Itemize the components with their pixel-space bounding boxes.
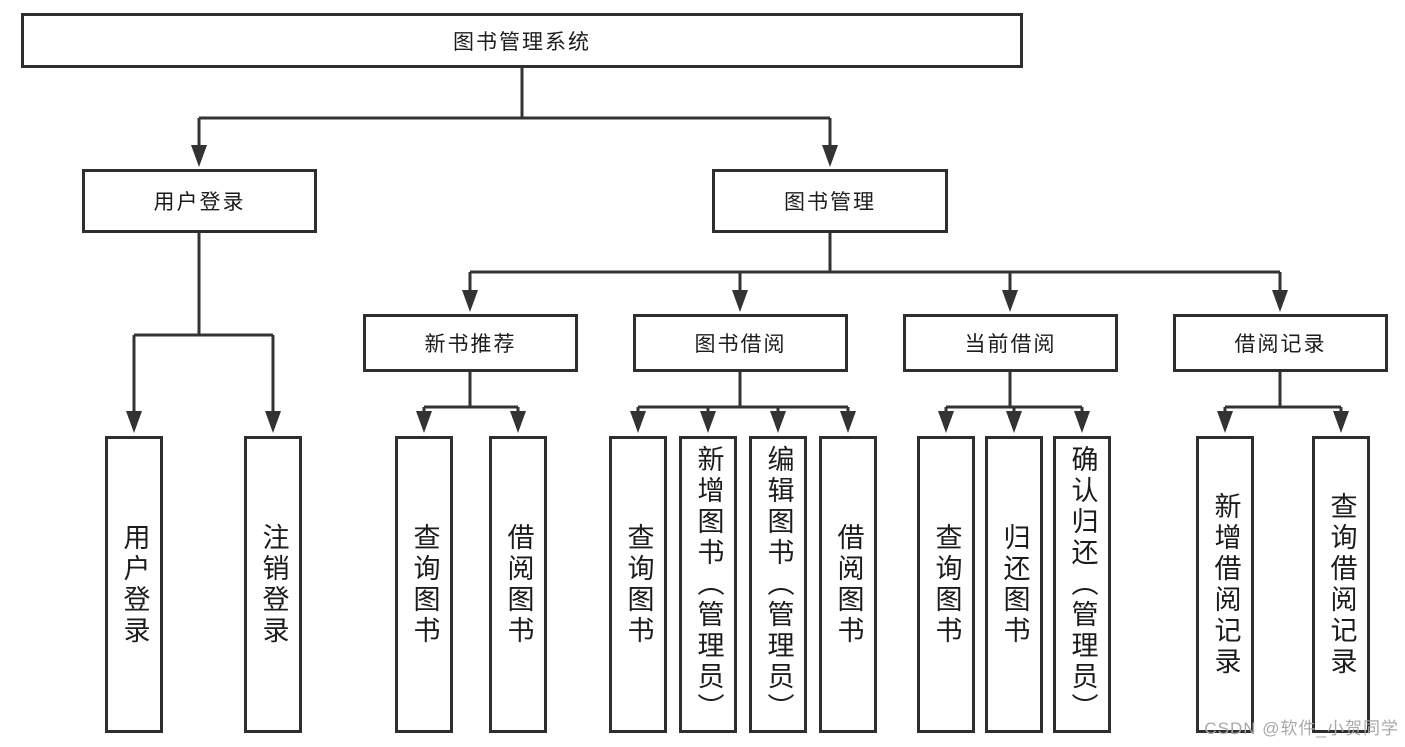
node-label: 查询借阅记录 bbox=[1326, 491, 1357, 678]
node-label: 注销登录 bbox=[258, 522, 289, 647]
leaf-logout: 注销登录 bbox=[244, 436, 302, 733]
node-label: 图书管理系统 bbox=[453, 30, 591, 54]
node-library-system: 图书管理系统 bbox=[21, 13, 1023, 68]
leaf-recommend-query-books: 查询图书 bbox=[395, 436, 453, 733]
leaf-current-return-books: 归还图书 bbox=[985, 436, 1043, 733]
node-label: 查询图书 bbox=[623, 522, 654, 647]
leaf-borrowing-edit-books-admin: 编辑图书（管理员） bbox=[749, 436, 807, 733]
leaf-records-add-record: 新增借阅记录 bbox=[1196, 436, 1254, 733]
node-label: 新增图书（管理员） bbox=[693, 445, 724, 724]
node-label: 用户登录 bbox=[153, 191, 246, 214]
node-label: 查询图书 bbox=[931, 522, 962, 647]
node-book-management: 图书管理 bbox=[712, 169, 948, 233]
leaf-records-query-record: 查询借阅记录 bbox=[1312, 436, 1370, 733]
node-new-book-recommend: 新书推荐 bbox=[363, 314, 578, 372]
leaf-borrowing-borrow-books: 借阅图书 bbox=[819, 436, 877, 733]
node-label: 图书借阅 bbox=[694, 333, 787, 356]
node-label: 归还图书 bbox=[999, 522, 1030, 647]
node-label: 借阅图书 bbox=[833, 522, 864, 647]
node-label: 新书推荐 bbox=[424, 333, 517, 356]
node-current-borrowing: 当前借阅 bbox=[903, 314, 1118, 372]
leaf-borrowing-add-books-admin: 新增图书（管理员） bbox=[679, 436, 737, 733]
node-book-borrowing: 图书借阅 bbox=[633, 314, 848, 372]
leaf-user-login: 用户登录 bbox=[105, 436, 163, 733]
node-label: 用户登录 bbox=[119, 522, 150, 647]
node-label: 借阅图书 bbox=[503, 522, 534, 647]
node-label: 当前借阅 bbox=[964, 333, 1057, 356]
csdn-watermark: CSDN @软件_小贺同学 bbox=[1204, 719, 1399, 738]
node-borrow-records: 借阅记录 bbox=[1173, 314, 1388, 372]
node-label: 借阅记录 bbox=[1234, 333, 1327, 356]
node-label: 确认归还（管理员） bbox=[1067, 445, 1098, 724]
leaf-current-query-books: 查询图书 bbox=[917, 436, 975, 733]
node-label: 新增借阅记录 bbox=[1210, 491, 1241, 678]
node-label: 查询图书 bbox=[409, 522, 440, 647]
node-label: 编辑图书（管理员） bbox=[763, 445, 794, 724]
node-label: 图书管理 bbox=[784, 191, 876, 214]
leaf-recommend-borrow-books: 借阅图书 bbox=[489, 436, 547, 733]
leaf-borrowing-query-books: 查询图书 bbox=[609, 436, 667, 733]
leaf-current-confirm-return-admin: 确认归还（管理员） bbox=[1053, 436, 1111, 733]
node-user-login: 用户登录 bbox=[82, 169, 317, 233]
